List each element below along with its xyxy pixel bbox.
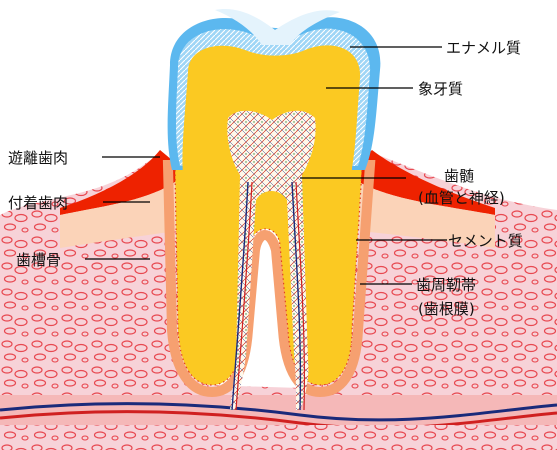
- label-pulp-detail: (血管と神経): [418, 189, 505, 207]
- label-free-gingiva: 遊離歯肉: [8, 149, 68, 167]
- label-enamel: エナメル質: [446, 39, 521, 57]
- label-pdl: 歯周靭帯: [416, 276, 476, 294]
- label-cementum: セメント質: [448, 232, 523, 250]
- pulp-chamber: [227, 111, 315, 410]
- tooth-root: [175, 165, 362, 385]
- label-pulp: 歯髄: [444, 167, 474, 185]
- label-dentin: 象牙質: [418, 80, 463, 98]
- label-attached-gingiva: 付着歯肉: [8, 194, 68, 212]
- label-alveolar-bone: 歯槽骨: [16, 251, 61, 269]
- label-pdl-detail: (歯根膜): [418, 300, 475, 318]
